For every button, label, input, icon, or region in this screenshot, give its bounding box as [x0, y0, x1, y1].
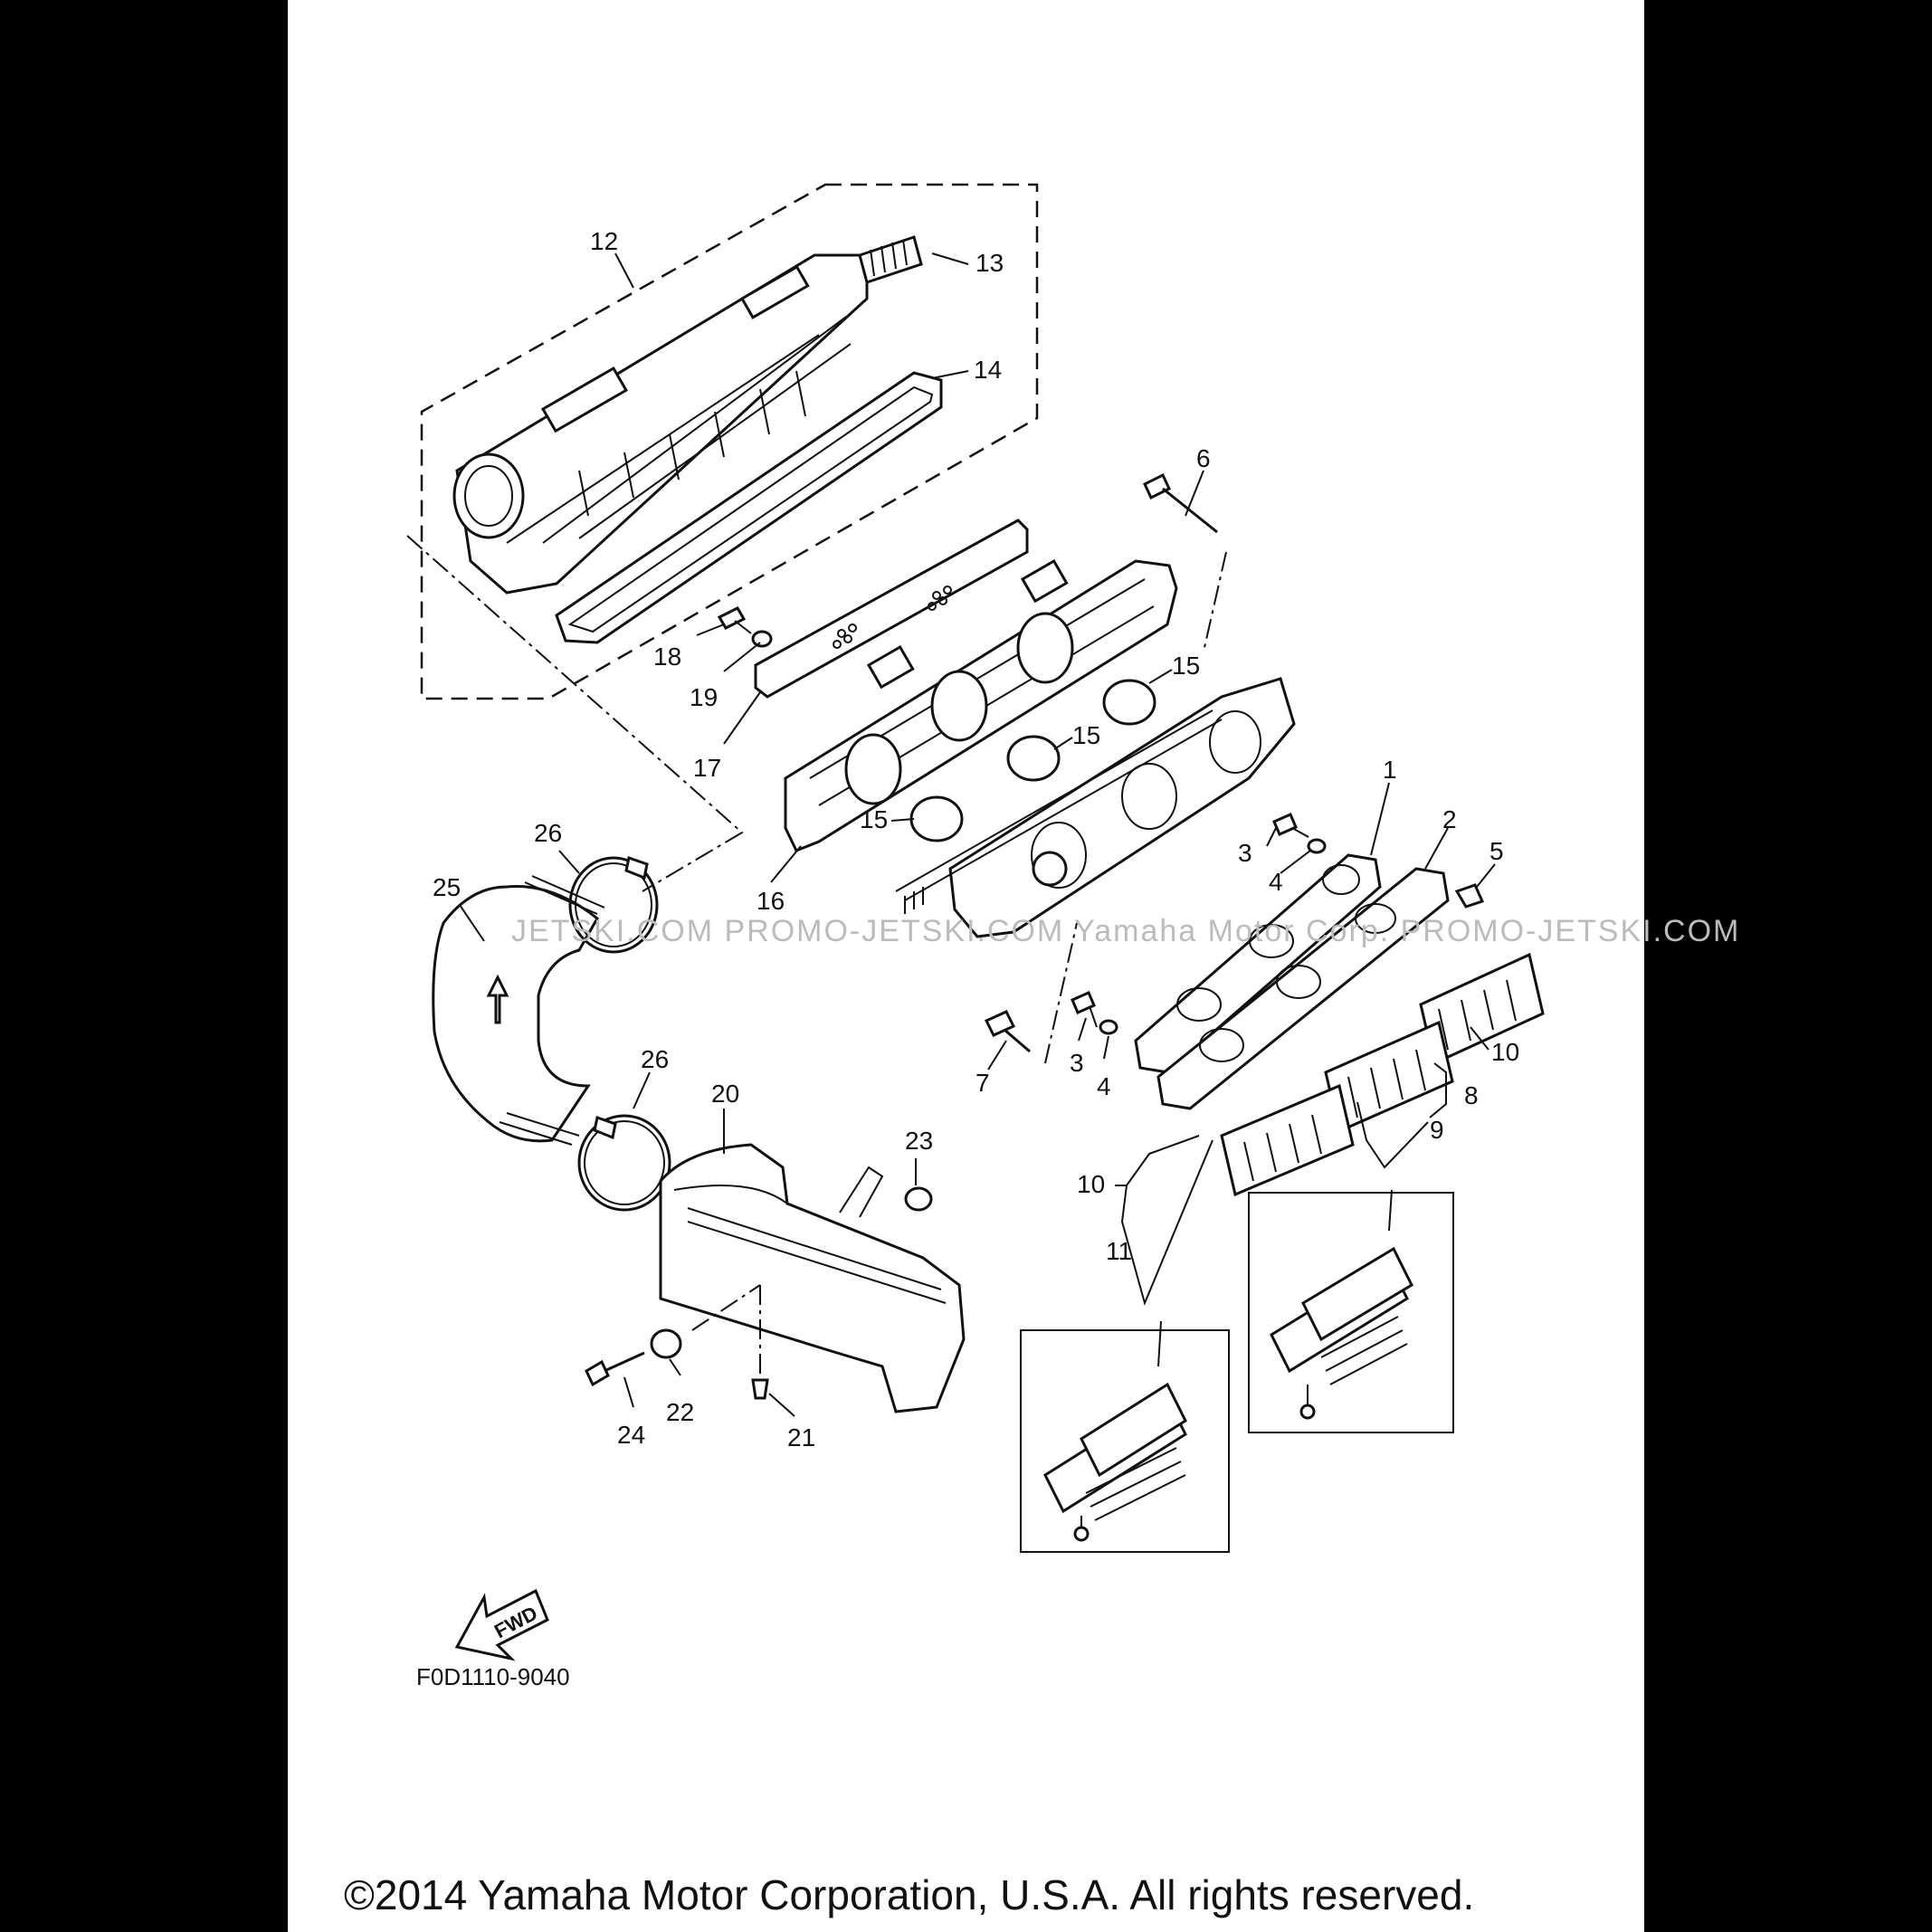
reed-valve-detail-box-11: [1020, 1329, 1230, 1553]
o-ring-15c: [909, 795, 964, 842]
reed-valve-detail-box-9: [1248, 1192, 1454, 1433]
silencer-20-part: [659, 1143, 966, 1413]
callout-4a: 4: [1269, 868, 1283, 896]
callout-3a: 3: [1238, 839, 1252, 867]
gasket-1-part: [1134, 853, 1382, 1074]
callout-25: 25: [433, 873, 461, 901]
duct-leader: [406, 535, 744, 892]
seal-part: [555, 371, 943, 644]
callout-14: 14: [974, 356, 1002, 384]
grommet-23-part: [904, 1186, 933, 1212]
grommet-22-part: [650, 1328, 682, 1359]
callout-18: 18: [653, 642, 681, 671]
throttle-body-assembly: [895, 677, 1296, 938]
airbox-base-part: [784, 558, 1178, 852]
hose-clamp-26a-part: [568, 856, 659, 954]
callout-1: 1: [1383, 756, 1397, 784]
bracket-10-11: [1120, 1135, 1213, 1307]
washer-4b-part: [1099, 1019, 1118, 1035]
o-ring-15a: [1102, 679, 1156, 726]
o-ring-15b: [1006, 735, 1061, 782]
callout-24: 24: [617, 1421, 645, 1449]
callout-26b: 26: [641, 1045, 669, 1073]
callout-9: 9: [1430, 1116, 1444, 1144]
washer-4a-part: [1307, 838, 1327, 854]
callout-26a: 26: [534, 819, 562, 847]
bolt-7-part: [984, 1010, 1031, 1053]
copyright-notice: ©2014 Yamaha Motor Corporation, U.S.A. A…: [344, 1871, 1474, 1918]
rivet-21-part: [751, 1378, 769, 1400]
plate-holes: [833, 585, 952, 649]
intake-duct-25-part: [432, 875, 605, 1146]
callout-13: 13: [976, 249, 1004, 277]
callout-labels: 12 13 14 6 18 19 17 15 15 15 16 1 2 5 3 …: [433, 227, 1519, 1451]
manifold-2-part: [1156, 867, 1450, 1110]
bolt-7-leader: [1044, 922, 1078, 1064]
callout-15c: 15: [860, 805, 888, 833]
bolt-6-part: [1143, 472, 1218, 534]
reed-valve-detail-9: [1270, 1189, 1413, 1420]
reed-valve-detail-11: [1043, 1320, 1187, 1542]
callout-15a: 15: [1172, 652, 1200, 680]
callout-3b: 3: [1070, 1049, 1084, 1077]
fwd-arrow-icon: [454, 1588, 549, 1661]
bolt-24-part: [585, 1351, 645, 1387]
screw-3a-part: [1272, 813, 1309, 838]
callout-2: 2: [1442, 805, 1457, 833]
callout-12: 12: [590, 227, 618, 255]
callout-20: 20: [711, 1080, 739, 1108]
seal-inner-line: [567, 385, 934, 633]
callout-6: 6: [1196, 444, 1211, 472]
callout-22: 22: [666, 1398, 694, 1426]
callout-19: 19: [690, 683, 718, 711]
callout-5: 5: [1489, 837, 1504, 865]
callout-8: 8: [1464, 1081, 1479, 1109]
bracket-8: [1429, 1062, 1447, 1118]
screw-3b-part: [1071, 991, 1098, 1028]
bolt-6-leader: [1203, 551, 1227, 652]
bracket-9: [1356, 1101, 1429, 1169]
callout-16: 16: [757, 887, 785, 915]
gasket-1-holes: [1176, 864, 1360, 1022]
silencer-leader: [691, 1284, 761, 1375]
callout-17: 17: [693, 754, 721, 782]
callout-leaders: [459, 252, 1496, 1417]
callout-10a: 10: [1491, 1038, 1519, 1066]
callout-11: 11: [1106, 1237, 1132, 1265]
washer-19-part: [751, 630, 773, 648]
callout-4b: 4: [1097, 1072, 1111, 1100]
hose-clamp-26b-part: [577, 1114, 671, 1212]
callout-7: 7: [976, 1069, 990, 1097]
diagram-code: F0D1110-9040: [416, 1663, 570, 1690]
plate-part: [754, 519, 1029, 699]
filter-element-part: [858, 235, 923, 284]
callout-23: 23: [905, 1127, 933, 1155]
screw-18-part: [717, 606, 752, 634]
callout-10b: 10: [1077, 1170, 1105, 1198]
watermark-text: JETSKI.COM PROMO-JETSKI.COM Yamaha Motor…: [511, 914, 1740, 948]
airbox-group-boundary: [420, 183, 1039, 700]
airbox-cover-part: [452, 253, 869, 595]
clip-5-part: [1454, 883, 1485, 909]
manifold-2-holes: [1199, 903, 1396, 1062]
callout-21: 21: [787, 1423, 815, 1451]
callout-15b: 15: [1072, 721, 1100, 749]
